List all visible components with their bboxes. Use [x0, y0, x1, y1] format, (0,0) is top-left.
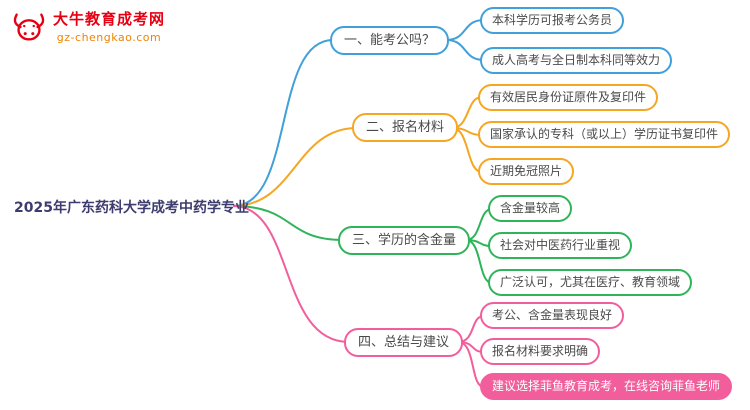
leaf-node-3-2: 社会对中医药行业重视: [488, 232, 633, 259]
logo-url: gz-chengkao.com: [56, 31, 162, 44]
leaf-node-2-3: 近期免冠照片: [478, 158, 575, 185]
branch-node-application-materials: 二、报名材料: [352, 113, 459, 142]
leaf-node-2-1: 有效居民身份证原件及复印件: [478, 84, 659, 111]
branch-node-degree-value: 三、学历的含金量: [338, 226, 471, 255]
site-logo: 大牛教育成考网 gz-chengkao.com: [10, 8, 165, 50]
leaf-node-1-1: 本科学历可报考公务员: [480, 7, 625, 34]
mindmap-root-node: 2025年广东药科大学成考中药学专业: [14, 200, 249, 216]
branch-node-summary-advice: 四、总结与建议: [344, 328, 464, 357]
leaf-node-3-3: 广泛认可，尤其在医疗、教育领域: [488, 269, 693, 296]
logo-title: 大牛教育成考网: [53, 10, 166, 28]
leaf-node-1-2: 成人高考与全日制本科同等效力: [480, 47, 673, 74]
leaf-node-4-2: 报名材料要求明确: [480, 338, 601, 365]
bull-logo-icon: [10, 8, 48, 50]
leaf-node-4-1: 考公、含金量表现良好: [480, 302, 625, 329]
leaf-node-4-3-cta: 建议选择菲鱼教育成考，在线咨询菲鱼老师: [480, 373, 733, 400]
leaf-node-3-1: 含金量较高: [488, 195, 573, 222]
leaf-node-2-2: 国家承认的专科（或以上）学历证书复印件: [478, 121, 731, 148]
logo-text-block: 大牛教育成考网 gz-chengkao.com: [53, 8, 165, 44]
branch-node-civil-service-exam: 一、能考公吗？: [330, 26, 450, 55]
